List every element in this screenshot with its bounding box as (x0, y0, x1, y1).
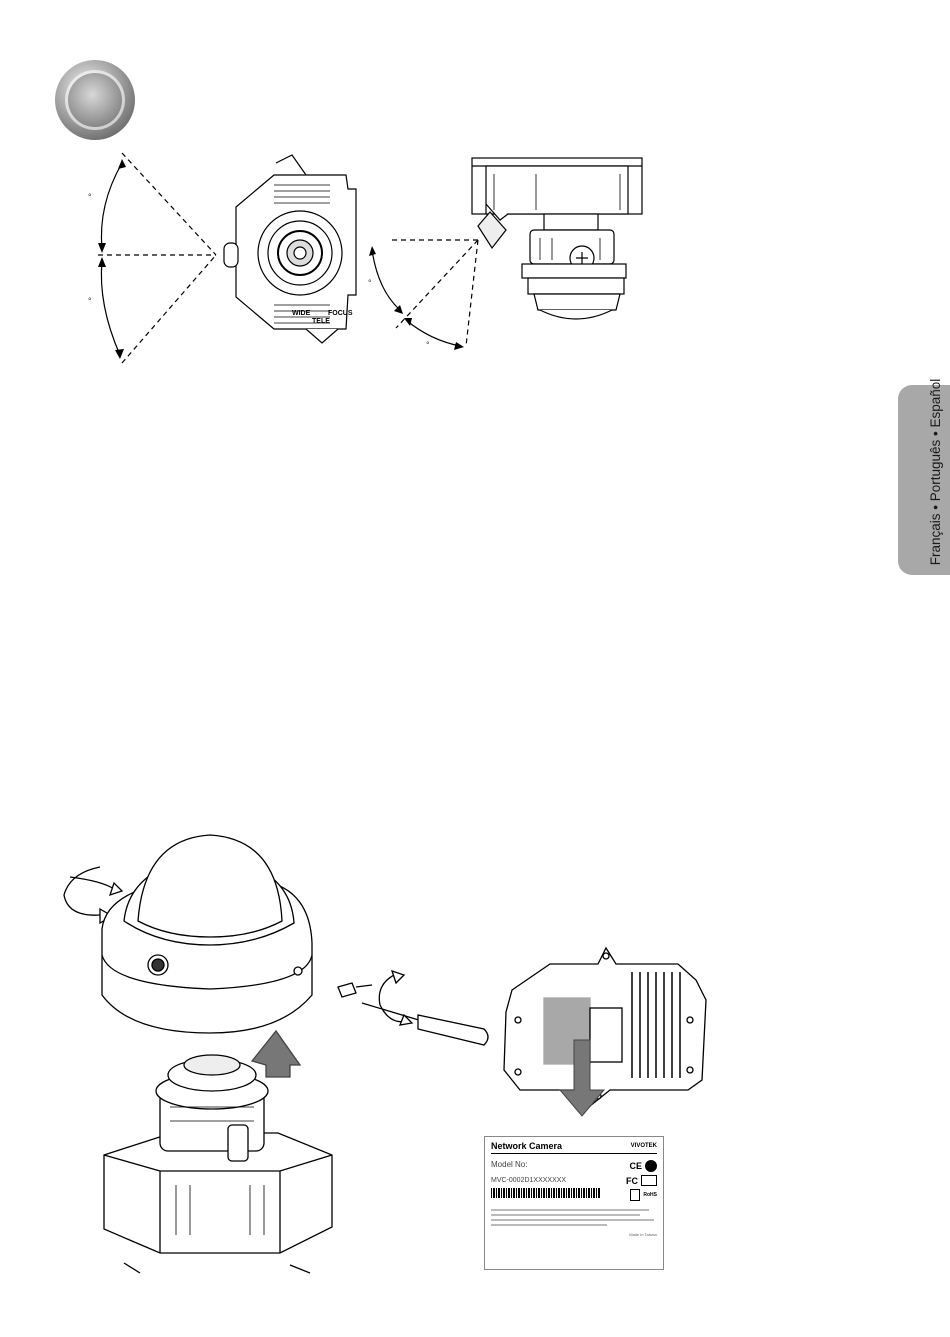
product-label: Network Camera VIVOTEK Model No: MVC-000… (484, 1136, 664, 1270)
ktc-mark-icon (641, 1175, 657, 1186)
c-tick-icon (645, 1160, 657, 1172)
wide-label: WIDE (292, 310, 311, 317)
made-in: Made in Taiwan (629, 1232, 657, 1237)
barcode (491, 1188, 601, 1198)
degree-mark-1: ° (88, 192, 92, 202)
fcc-mark: FC (626, 1176, 638, 1186)
language-tab-label: Français • Português • Español (910, 377, 950, 567)
model-value: MVC-0002D1XXXXXXX (491, 1177, 601, 1184)
focus-label: FOCUS (328, 310, 353, 317)
model-caption: Model No: (491, 1160, 601, 1169)
degree-mark-4: ° (426, 340, 430, 350)
language-tab: Français • Português • Español (898, 385, 950, 575)
pan-range-diagram: WIDE TELE FOCUS (60, 145, 370, 375)
fine-print (491, 1209, 657, 1226)
tilt-range-diagram (360, 150, 650, 360)
label-location-illustration (490, 940, 720, 1130)
label-title: Network Camera (491, 1141, 562, 1151)
label-brand: VIVOTEK (631, 1143, 657, 1149)
dome-removal-illustration (40, 825, 510, 1280)
degree-mark-3: ° (368, 278, 372, 288)
rohs-mark: RoHS (643, 1192, 657, 1198)
weee-bin-icon (630, 1189, 640, 1201)
degree-mark-2: ° (88, 296, 92, 306)
step-badge-icon (50, 55, 140, 145)
tele-label: TELE (312, 318, 330, 325)
ce-mark: CE (629, 1161, 642, 1171)
